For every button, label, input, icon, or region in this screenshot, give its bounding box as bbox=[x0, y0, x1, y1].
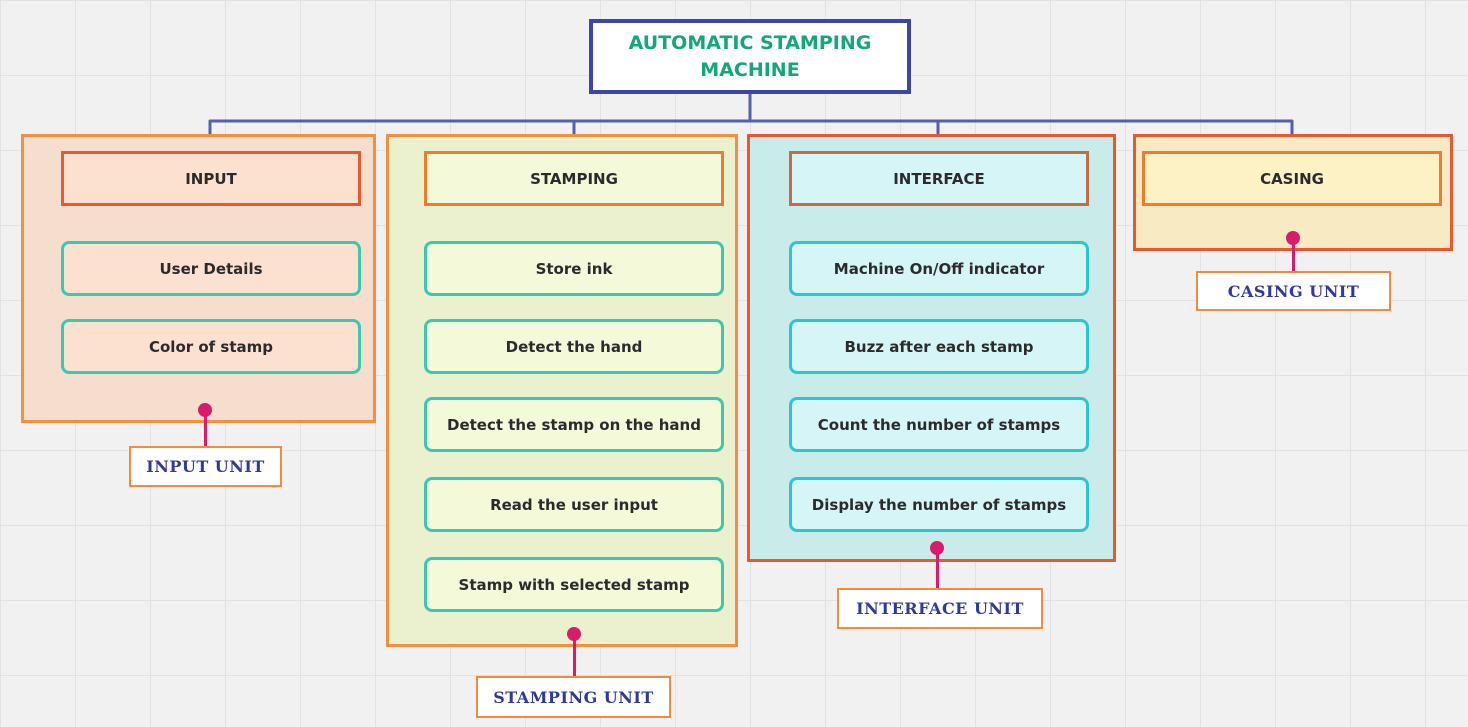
stamping-item-read-user-input: Read the user input bbox=[424, 477, 724, 532]
interface-pin-dot bbox=[930, 541, 944, 555]
group-stamping-header-text: STAMPING bbox=[530, 169, 618, 188]
casing-unit-label-text: CASING UNIT bbox=[1227, 281, 1360, 301]
stamping-item-text: Detect the hand bbox=[505, 337, 643, 356]
stamping-unit-label-text: STAMPING UNIT bbox=[493, 687, 654, 707]
group-input-header-text: INPUT bbox=[185, 169, 237, 188]
input-pin-dot bbox=[198, 403, 212, 417]
casing-unit-label: CASING UNIT bbox=[1196, 271, 1391, 311]
stamping-item-text: Detect the stamp on the hand bbox=[447, 415, 701, 434]
interface-item-display-stamps: Display the number of stamps bbox=[789, 477, 1089, 532]
diagram-title-text: AUTOMATIC STAMPING MACHINE bbox=[628, 31, 872, 81]
interface-pin-line bbox=[936, 554, 939, 590]
input-item-user-details: User Details bbox=[61, 241, 361, 296]
group-casing-header-text: CASING bbox=[1260, 169, 1324, 188]
interface-unit-label-text: INTERFACE UNIT bbox=[856, 599, 1024, 618]
interface-item-count-stamps: Count the number of stamps bbox=[789, 397, 1089, 452]
stamping-item-store-ink: Store ink bbox=[424, 241, 724, 296]
group-interface-header: INTERFACE bbox=[789, 151, 1089, 206]
stamping-item-detect-hand: Detect the hand bbox=[424, 319, 724, 374]
input-item-text: User Details bbox=[159, 259, 263, 278]
stamping-item-stamp-selected: Stamp with selected stamp bbox=[424, 557, 724, 612]
group-interface-header-text: INTERFACE bbox=[893, 169, 985, 188]
diagram-title: AUTOMATIC STAMPING MACHINE bbox=[589, 19, 911, 94]
group-casing-header: CASING bbox=[1142, 151, 1442, 206]
stamping-item-text: Read the user input bbox=[490, 495, 658, 514]
interface-item-text: Display the number of stamps bbox=[811, 495, 1067, 514]
interface-item-buzz: Buzz after each stamp bbox=[789, 319, 1089, 374]
input-item-text: Color of stamp bbox=[148, 337, 274, 356]
casing-pin-dot bbox=[1286, 231, 1300, 245]
interface-item-text: Count the number of stamps bbox=[817, 415, 1061, 434]
input-pin-line bbox=[204, 416, 207, 448]
interface-item-onoff-indicator: Machine On/Off indicator bbox=[789, 241, 1089, 296]
stamping-item-text: Store ink bbox=[535, 259, 613, 278]
input-unit-label-text: INPUT UNIT bbox=[146, 457, 265, 476]
stamping-item-text: Stamp with selected stamp bbox=[458, 575, 690, 594]
input-unit-label: INPUT UNIT bbox=[129, 446, 282, 487]
interface-item-text: Machine On/Off indicator bbox=[833, 259, 1045, 278]
casing-pin-line bbox=[1292, 244, 1295, 272]
stamping-pin-line bbox=[573, 640, 576, 678]
stamping-pin-dot bbox=[567, 627, 581, 641]
group-input-header: INPUT bbox=[61, 151, 361, 206]
stamping-item-detect-stamp: Detect the stamp on the hand bbox=[424, 397, 724, 452]
interface-unit-label: INTERFACE UNIT bbox=[837, 588, 1043, 629]
interface-item-text: Buzz after each stamp bbox=[844, 337, 1034, 356]
stamping-unit-label: STAMPING UNIT bbox=[476, 676, 671, 718]
input-item-color-of-stamp: Color of stamp bbox=[61, 319, 361, 374]
group-stamping-header: STAMPING bbox=[424, 151, 724, 206]
